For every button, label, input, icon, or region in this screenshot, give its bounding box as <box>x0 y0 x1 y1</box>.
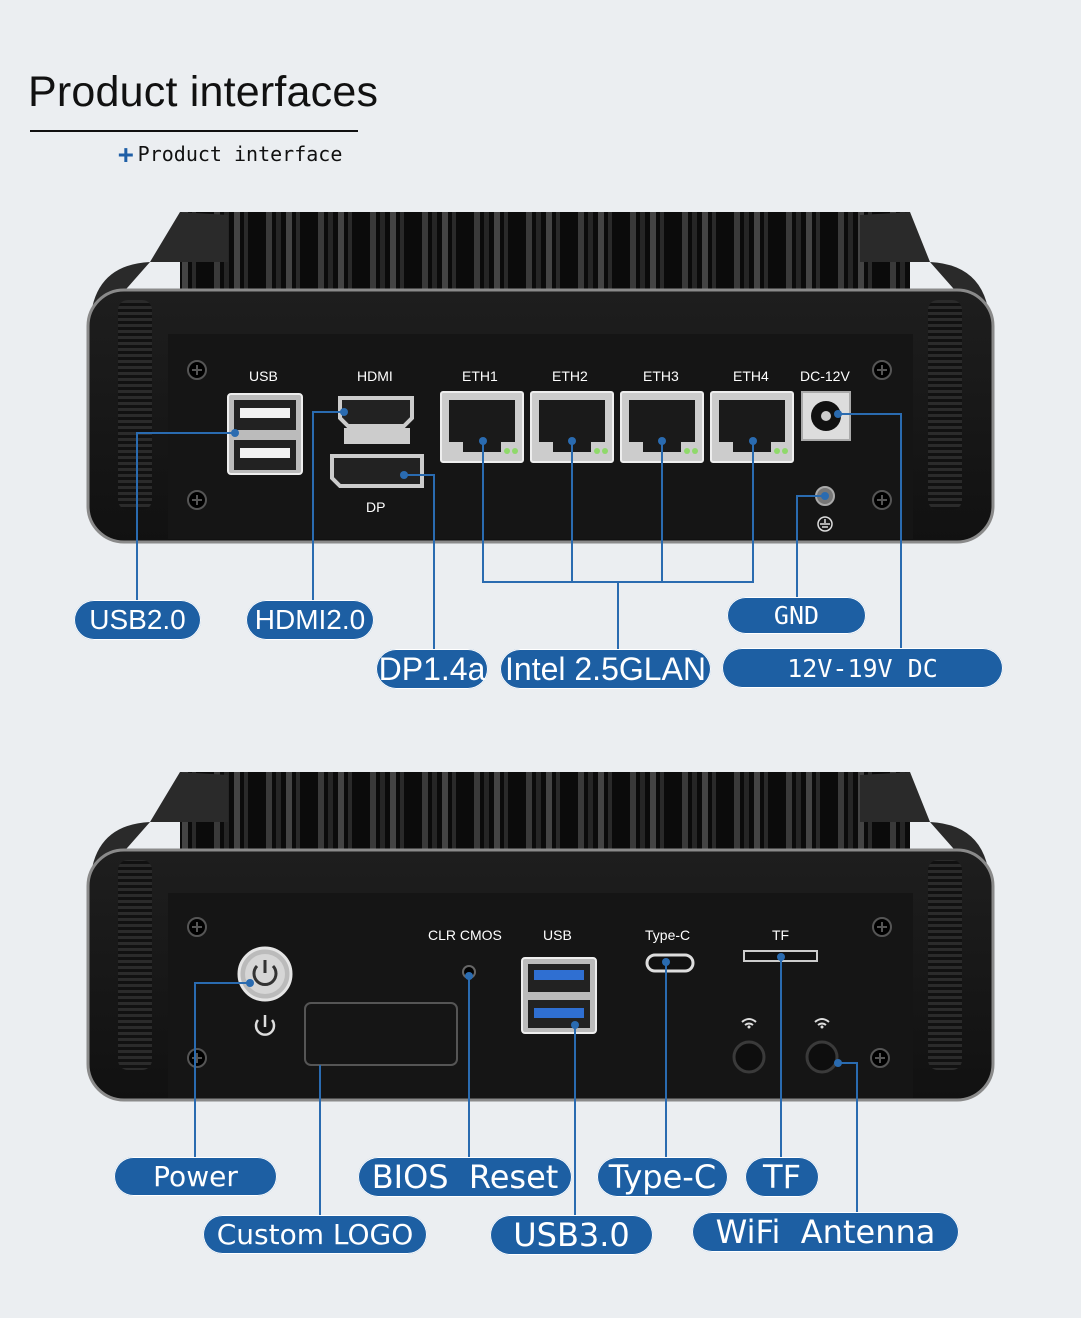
subtitle-text: Product interface <box>137 142 343 166</box>
rear-dc-label: DC-12V <box>800 368 850 384</box>
rear-eth3-label: ETH3 <box>643 368 679 384</box>
callout-custom-logo: Custom LOGO <box>203 1215 427 1254</box>
callout-power: Power <box>114 1157 277 1196</box>
rear-hdmi-label: HDMI <box>357 368 393 384</box>
rear-eth2-label: ETH2 <box>552 368 588 384</box>
callout-tf: TF <box>745 1157 819 1197</box>
front-panel-device <box>86 772 995 1102</box>
callout-dc-input: 12V-19V DC <box>722 648 1003 688</box>
callout-gnd: GND <box>727 597 866 634</box>
callout-hdmi2: HDMI2.0 <box>246 600 374 640</box>
callout-dp14a: DP1.4a <box>376 649 488 689</box>
callout-bios-reset: BIOS Reset <box>358 1157 572 1197</box>
rear-eth1-label: ETH1 <box>462 368 498 384</box>
plus-icon: + <box>118 140 134 170</box>
rear-dp-label: DP <box>366 499 386 515</box>
callout-wifi-antenna: WiFi Antenna <box>692 1212 959 1252</box>
subtitle: +Product interface <box>118 140 342 170</box>
rear-panel-device <box>86 212 995 544</box>
rear-usb-label: USB <box>249 368 278 384</box>
callout-usb3: USB3.0 <box>490 1215 653 1255</box>
callout-usb2: USB2.0 <box>74 600 201 640</box>
front-usb-label: USB <box>543 927 572 943</box>
title-underline <box>30 130 358 132</box>
page-title: Product interfaces <box>28 68 379 116</box>
front-clr-cmos-label: CLR CMOS <box>428 927 502 943</box>
callout-type-c: Type-C <box>597 1157 728 1197</box>
front-type-c-label: Type-C <box>645 927 691 943</box>
rear-eth4-label: ETH4 <box>733 368 769 384</box>
front-tf-label: TF <box>772 927 790 943</box>
callout-intel-lan: Intel 2.5GLAN <box>500 649 711 689</box>
